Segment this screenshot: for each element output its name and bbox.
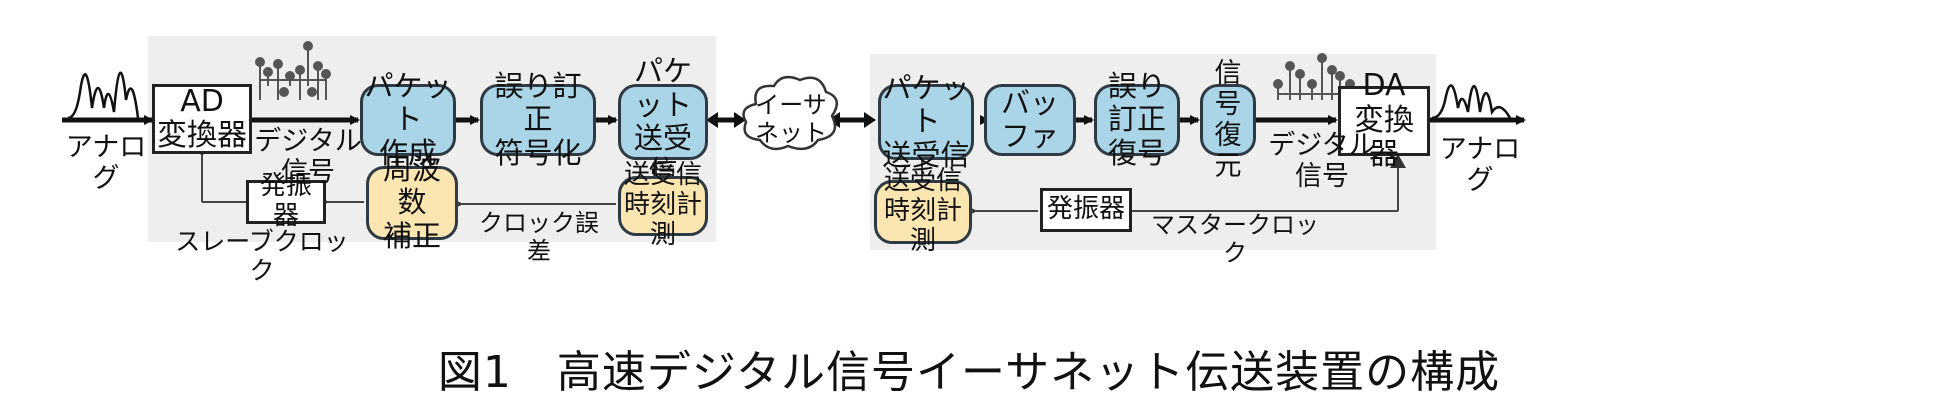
ethernet-cloud	[742, 75, 839, 151]
freq-correct-block: 周波数 補正	[366, 152, 458, 252]
master-clock-label: マスタークロック	[1151, 211, 1319, 267]
clock-error-label: クロック誤差	[479, 209, 599, 265]
ad-converter-block: AD 変換器	[152, 84, 252, 154]
right-analog-waveform	[1431, 84, 1512, 120]
signal-restore-block: 信号 復元	[1200, 58, 1256, 182]
left-analog-label: アナログ	[65, 132, 147, 195]
ecc-encode-block: 誤り訂正 符号化	[480, 69, 596, 169]
right-digital-samples	[1273, 53, 1355, 100]
right-feedback-lines	[921, 154, 1406, 211]
ecc-decode-block: 誤り訂正 復号	[1094, 69, 1180, 169]
right-digital-label: デジタル 信号	[1268, 130, 1376, 193]
packet-create-block: パケット 作成	[360, 69, 456, 169]
right-analog-label: アナログ	[1439, 134, 1521, 197]
left-digital-samples	[255, 41, 331, 100]
ethernet-label: イーサ ネット	[755, 91, 827, 147]
left-timing-measure-block: 送受信 時刻計測	[618, 160, 708, 250]
left-analog-waveform	[67, 71, 140, 120]
right-packet-txrx-block: パケット 送受信	[878, 71, 974, 171]
left-digital-label: デジタル 信号	[254, 126, 362, 189]
slave-clock-label: スレーブクロック	[175, 227, 349, 285]
figure-caption: 図1 高速デジタル信号イーサネット伝送装置の構成	[437, 347, 1501, 398]
right-oscillator-block: 発振器	[1040, 188, 1132, 232]
right-timing-measure-block: 送受信 時刻計測	[874, 166, 972, 256]
left-packet-txrx-block: パケット 送受信	[618, 55, 708, 188]
left-feedback-lines	[202, 154, 657, 204]
buffer-block: バッファ	[984, 84, 1076, 156]
